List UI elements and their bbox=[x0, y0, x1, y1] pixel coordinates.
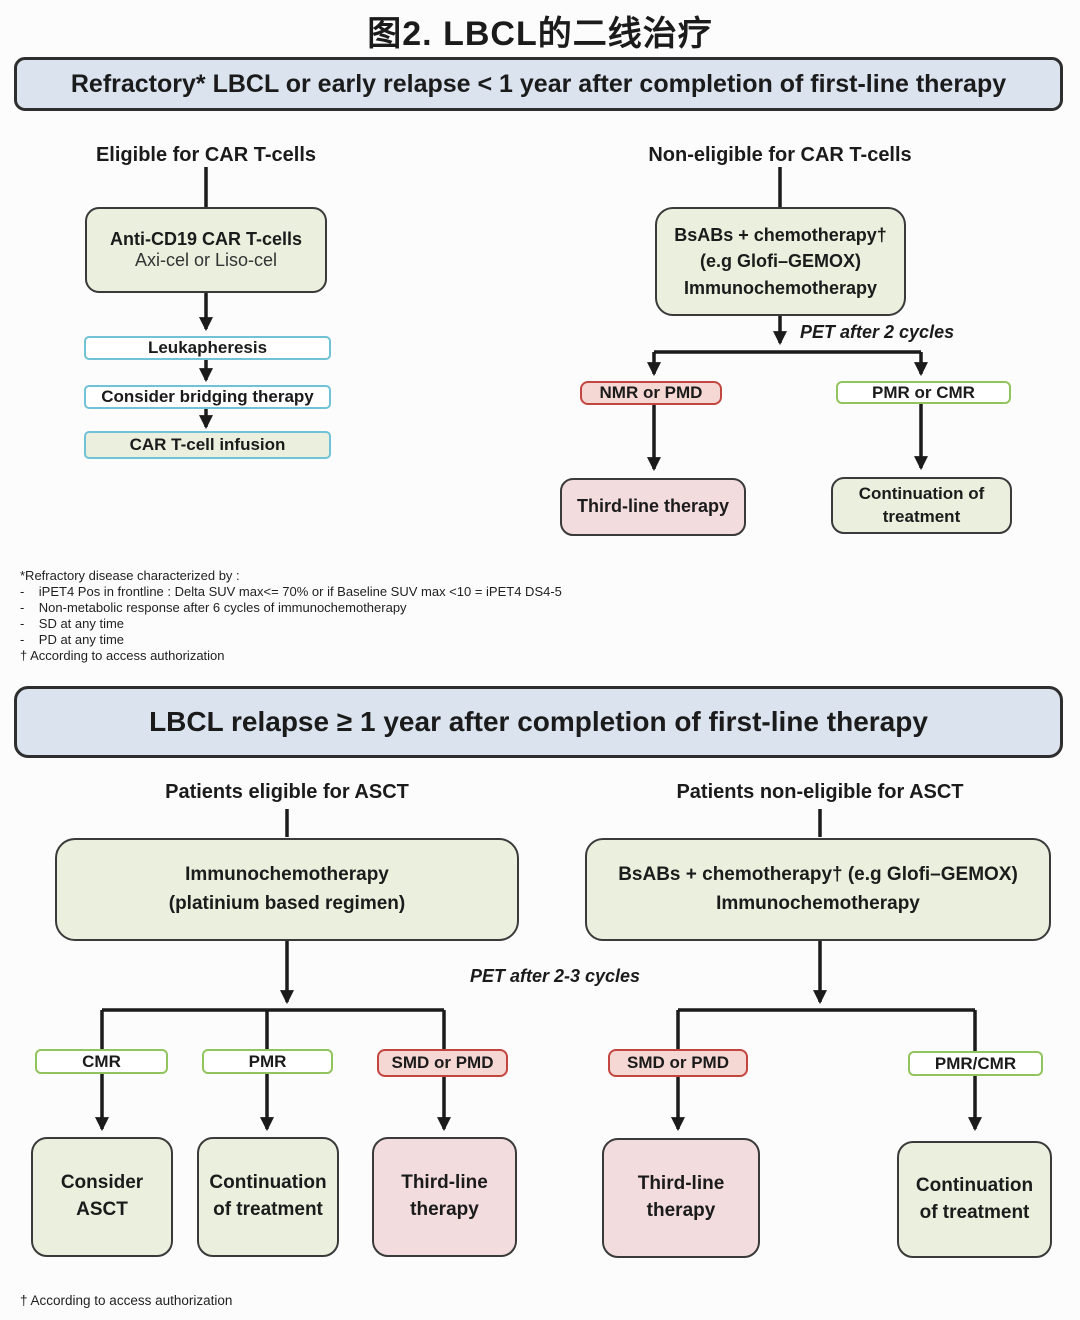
outcome-third-line-1: Third-line therapy bbox=[560, 478, 746, 536]
page-title: 图2. LBCL的二线治疗 bbox=[367, 15, 713, 53]
box-bsabs-chemo-1: BsABs + chemotherapy† (e.g Glofi–GEMOX) … bbox=[655, 207, 906, 316]
header-asct-eligible: Patients eligible for ASCT bbox=[165, 781, 409, 803]
outcome-continuation-2b-line1: Continuation bbox=[915, 1174, 1034, 1196]
outcome-consider-asct-line1: Consider bbox=[60, 1172, 144, 1194]
response-smd-pmd-left: SMD or PMD bbox=[377, 1049, 508, 1077]
step-leukapheresis: Leukapheresis bbox=[84, 336, 331, 360]
box-bsabs-chemo-2: BsABs + chemotherapy† (e.g Glofi–GEMOX) … bbox=[585, 838, 1051, 941]
step-car-t-infusion: CAR T-cell infusion bbox=[84, 431, 331, 459]
outcome-continuation-2a-line1: Continuation bbox=[209, 1172, 327, 1194]
box-immunochemotherapy: Immunochemotherapy (platinium based regi… bbox=[55, 838, 519, 941]
outcome-third-line-2a-line1: Third-line bbox=[401, 1172, 488, 1194]
header-car-noneligible: Non-eligible for CAR T-cells bbox=[648, 144, 912, 166]
box-bsabs1-line3: Immunochemotherapy bbox=[683, 277, 878, 298]
footnote-pd: - PD at any time bbox=[20, 632, 125, 647]
footnote-refractory-title: *Refractory disease characterized by : bbox=[20, 568, 240, 583]
box-immuno-line2: (platinium based regimen) bbox=[168, 892, 406, 914]
response-pmr-cmr-2: PMR/CMR bbox=[908, 1051, 1043, 1076]
box-bsabs2-line2: Immunochemotherapy bbox=[716, 892, 920, 914]
outcome-third-line-2a: Third-line therapy bbox=[372, 1137, 517, 1257]
response-cmr: CMR bbox=[35, 1049, 168, 1074]
outcome-continuation-1-line1: Continuation of bbox=[858, 483, 985, 503]
banner-late-relapse: LBCL relapse ≥ 1 year after completion o… bbox=[14, 686, 1063, 758]
box-anti-cd19-line2: Axi-cel or Liso-cel bbox=[134, 250, 278, 270]
outcome-continuation-2a: Continuation of treatment bbox=[197, 1137, 339, 1257]
box-anti-cd19-car-t: Anti-CD19 CAR T-cells Axi-cel or Liso-ce… bbox=[85, 207, 327, 293]
outcome-continuation-2a-line2: of treatment bbox=[213, 1199, 323, 1220]
outcome-third-line-2a-line2: therapy bbox=[410, 1199, 479, 1220]
footnote-nonmetabolic: - Non-metabolic response after 6 cycles … bbox=[20, 600, 407, 615]
header-car-eligible: Eligible for CAR T-cells bbox=[95, 144, 317, 166]
step-bridging-therapy: Consider bridging therapy bbox=[84, 385, 331, 409]
banner-refractory-early-relapse: Refractory* LBCL or early relapse < 1 ye… bbox=[14, 57, 1063, 111]
outcome-continuation-2b-line2: of treatment bbox=[919, 1201, 1030, 1223]
response-smd-pmd-right: SMD or PMD bbox=[608, 1049, 748, 1077]
outcome-consider-asct: Consider ASCT bbox=[31, 1137, 173, 1257]
footnote-access-authorization-2: † According to access authorization bbox=[20, 1293, 233, 1308]
outcome-third-line-2b-line1: Third-line bbox=[637, 1173, 725, 1195]
response-pmr-cmr: PMR or CMR bbox=[836, 381, 1011, 404]
pet-after-2-3-cycles-label: PET after 2-3 cycles bbox=[469, 966, 641, 986]
header-asct-noneligible: Patients non-eligible for ASCT bbox=[676, 781, 964, 803]
outcome-continuation-1: Continuation of treatment bbox=[831, 477, 1012, 534]
outcome-continuation-1-line2: treatment bbox=[882, 506, 961, 526]
footnote-access-authorization-1: † According to access authorization bbox=[20, 648, 225, 663]
response-pmr: PMR bbox=[202, 1049, 333, 1074]
box-bsabs1-line2: (e.g Glofi–GEMOX) bbox=[699, 251, 861, 272]
outcome-consider-asct-line2: ASCT bbox=[76, 1199, 128, 1220]
box-bsabs2-line1: BsABs + chemotherapy† (e.g Glofi–GEMOX) bbox=[618, 864, 1018, 885]
footnote-ipet4: - iPET4 Pos in frontline : Delta SUV max… bbox=[20, 584, 562, 599]
outcome-third-line-2b: Third-line therapy bbox=[602, 1138, 760, 1258]
box-immuno-line1: Immunochemotherapy bbox=[185, 864, 389, 885]
response-nmr-pmd: NMR or PMD bbox=[580, 381, 722, 405]
pet-after-2-cycles-label: PET after 2 cycles bbox=[800, 322, 955, 342]
box-anti-cd19-line1: Anti-CD19 CAR T-cells bbox=[109, 229, 303, 249]
box-bsabs1-line1: BsABs + chemotherapy† bbox=[674, 225, 887, 246]
footnote-sd: - SD at any time bbox=[20, 616, 125, 631]
outcome-continuation-2b: Continuation of treatment bbox=[897, 1141, 1052, 1258]
outcome-third-line-2b-line2: therapy bbox=[646, 1200, 716, 1221]
